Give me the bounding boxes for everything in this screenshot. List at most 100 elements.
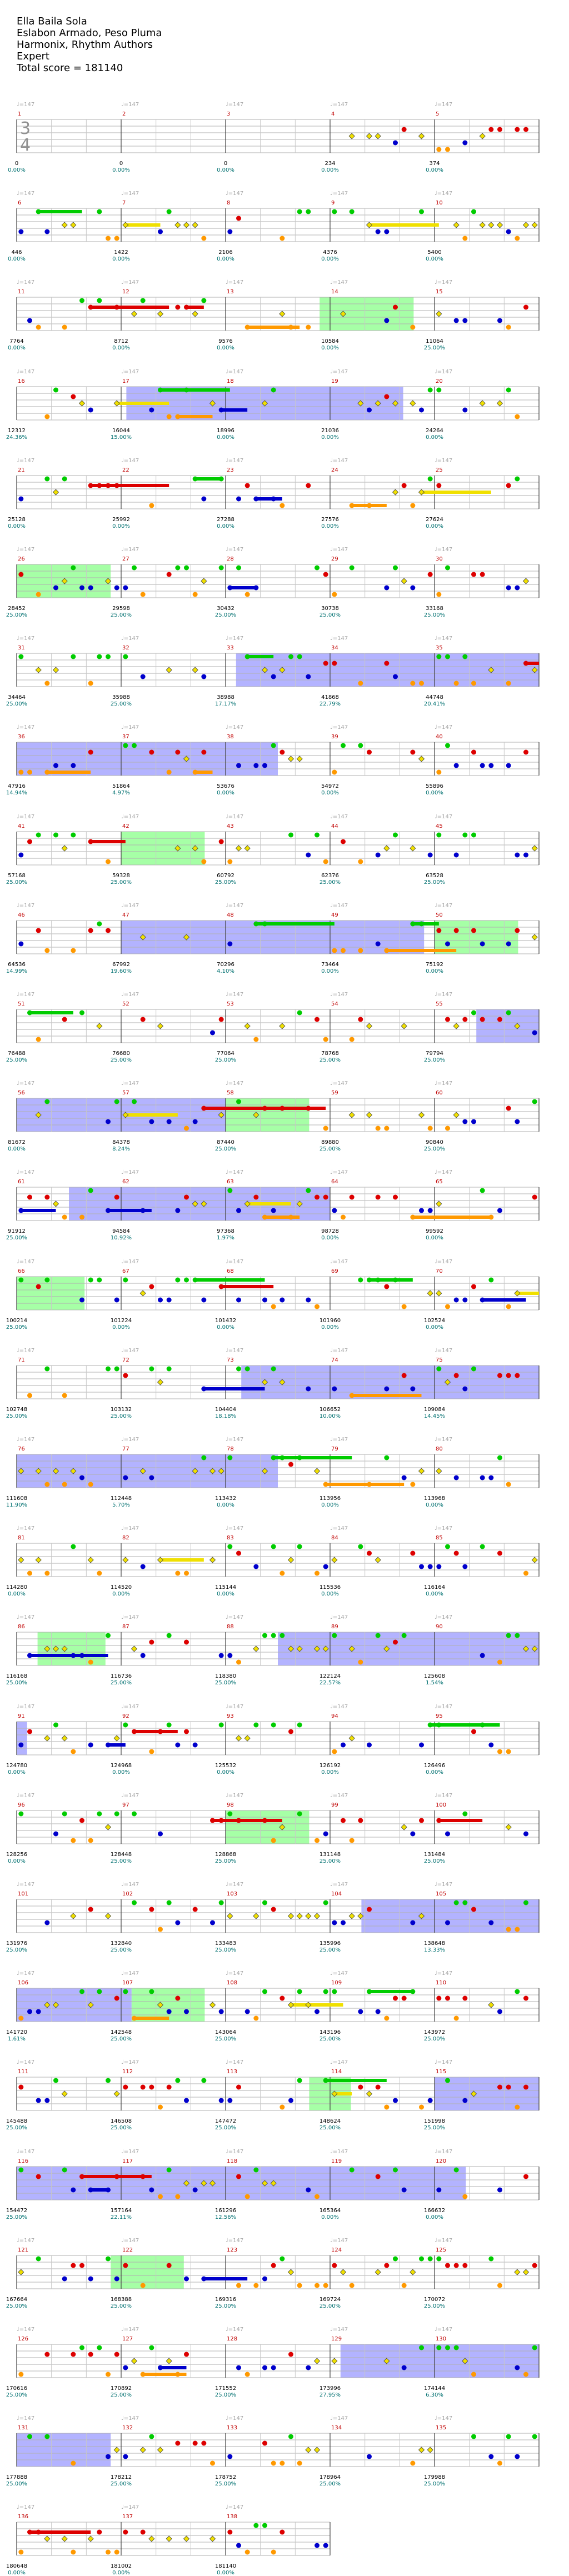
note-gem	[410, 400, 416, 407]
note-gem	[384, 2015, 390, 2021]
note-gem	[470, 2090, 477, 2097]
measure-number: 66	[18, 1268, 25, 1274]
note-gem	[210, 1818, 215, 1823]
solo-section	[17, 1721, 27, 1755]
note-gem	[436, 311, 442, 317]
tempo-mark: ♩=147	[226, 1347, 244, 1354]
sustain-note	[256, 922, 335, 926]
measure-score: 27624	[426, 516, 443, 523]
note-gem	[418, 2447, 425, 2453]
note-gem	[262, 2523, 267, 2528]
note-gem	[427, 1126, 433, 1131]
note-gem	[114, 2174, 119, 2179]
note-gem	[140, 1564, 146, 1569]
note-gem	[106, 2187, 111, 2193]
measure-number: 65	[436, 1179, 443, 1186]
note-gem	[97, 1570, 102, 1576]
measure-percent: 25.00%	[110, 2303, 132, 2309]
note-gem	[97, 483, 102, 488]
note-gem	[462, 318, 468, 323]
note-gem	[149, 1749, 154, 1754]
note-gem	[453, 1373, 459, 1378]
measure-score: 0	[223, 161, 228, 167]
note-gem	[462, 236, 468, 241]
measure-number: 36	[18, 734, 25, 741]
note-gem	[18, 1468, 24, 1474]
tempo-mark: ♩=147	[330, 1792, 348, 1799]
total-score: Total score = 181140	[17, 62, 162, 74]
note-gem	[97, 2345, 102, 2350]
note-gem	[488, 1277, 494, 1283]
measure-number: 98	[227, 1802, 234, 1808]
note-gem	[332, 1920, 337, 1925]
note-gem	[53, 585, 58, 591]
note-staff	[16, 2344, 540, 2378]
note-gem	[523, 2174, 528, 2179]
note-gem	[227, 2098, 233, 2103]
note-staff	[16, 1899, 540, 1933]
note-gem	[236, 1659, 241, 1665]
measure-percent: 25.00%	[6, 2214, 28, 2220]
note-gem	[315, 2009, 320, 2014]
note-gem	[436, 592, 442, 597]
note-gem	[123, 2263, 128, 2268]
note-gem	[506, 2084, 511, 2090]
note-gem	[523, 2372, 528, 2377]
measure-percent: 25.00%	[110, 2125, 132, 2132]
note-gem	[375, 852, 381, 858]
note-gem	[488, 222, 495, 228]
note-gem	[375, 2174, 381, 2179]
note-gem	[149, 1907, 154, 1912]
measure-percent: 0.00%	[321, 167, 339, 173]
note-gem	[340, 311, 347, 317]
note-gem	[218, 1653, 224, 1658]
note-gem	[375, 1557, 381, 1563]
measure-score: 1422	[114, 249, 128, 256]
measure-percent: 0.00%	[426, 1235, 443, 1242]
note-gem	[392, 400, 399, 407]
measure-percent: 0.00%	[8, 1769, 26, 1775]
note-gem	[515, 476, 520, 482]
measure-percent: 0.00%	[112, 167, 130, 173]
note-gem	[52, 1645, 59, 1652]
note-gem	[244, 845, 251, 852]
note-gem	[462, 407, 468, 413]
measure-score: 170072	[423, 2296, 446, 2303]
measure-score: 90840	[426, 1139, 443, 1146]
note-gem	[192, 2187, 198, 2193]
measure-percent: 8.24%	[112, 1146, 130, 1153]
note-gem	[462, 1995, 468, 2001]
note-gem	[393, 1639, 398, 1645]
measure-score: 79794	[426, 1051, 443, 1057]
tempo-mark: ♩=147	[121, 1882, 139, 1888]
star-power-section	[17, 1276, 85, 1310]
measure-number: 21	[18, 467, 25, 473]
measure-score: 104404	[214, 1406, 237, 1413]
measure-percent: 0.00%	[426, 523, 443, 529]
measure-number: 86	[18, 1624, 25, 1630]
note-gem	[462, 2263, 468, 2268]
note-gem	[149, 1284, 154, 1289]
note-gem	[279, 1023, 286, 1029]
note-gem	[166, 769, 172, 775]
note-gem	[462, 2194, 468, 2199]
note-gem	[131, 1645, 138, 1652]
measure-number: 102	[122, 1891, 133, 1897]
measure-number: 37	[122, 734, 129, 741]
note-gem	[123, 2454, 128, 2459]
note-gem	[97, 298, 102, 303]
note-gem	[332, 1749, 337, 1754]
note-gem	[375, 941, 381, 947]
note-gem	[166, 1722, 172, 1728]
note-gem	[297, 1989, 302, 1994]
sustain-note	[421, 490, 491, 494]
measure-number: 117	[122, 2158, 133, 2164]
note-gem	[445, 2345, 450, 2350]
note-gem	[262, 763, 267, 768]
tempo-mark: ♩=147	[435, 1437, 453, 1443]
note-gem	[201, 1455, 207, 1460]
note-gem	[192, 1742, 198, 1748]
note-gem	[97, 654, 102, 659]
note-staff	[16, 1365, 540, 1399]
note-gem	[471, 749, 476, 755]
